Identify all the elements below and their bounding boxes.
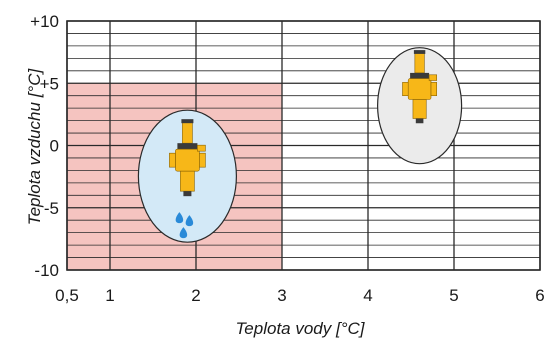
y-tick-label: -10	[34, 261, 59, 280]
x-tick-label: 3	[277, 286, 286, 305]
valve-body	[175, 148, 200, 172]
valve-cap-bottom	[415, 118, 424, 124]
y-axis-title: Teplota vzduchu [°C]	[25, 68, 44, 226]
valve-ring	[177, 143, 198, 150]
valve-ring	[410, 72, 430, 79]
y-tick-label: 0	[50, 137, 59, 156]
valve-stem-top	[182, 120, 193, 144]
x-tick-label: 1	[105, 286, 114, 305]
x-tick-label: 5	[449, 286, 458, 305]
valve-stem-bottom	[412, 99, 427, 119]
valve-cap-top	[181, 119, 194, 124]
water-drop	[175, 212, 184, 224]
marker-layer	[137, 47, 463, 243]
x-tick-label: 6	[535, 286, 544, 305]
valve-pipe-left	[402, 82, 409, 97]
plot-frame	[66, 20, 541, 271]
x-tick-label: 2	[191, 286, 200, 305]
valve-stem-top	[414, 51, 425, 74]
valve-knob	[428, 74, 438, 81]
marker-valve-with-drips	[137, 109, 237, 243]
valve-cap-top	[413, 50, 426, 54]
valve-pipe-right	[430, 82, 437, 97]
tick-label-layer: +10 +5 0 -5 -10 0,5 1 2 3 4 5 6	[30, 12, 545, 305]
valve-stem-bottom	[180, 170, 195, 192]
x-tick-label: 0,5	[55, 286, 79, 305]
y-tick-label: -5	[44, 199, 59, 218]
marker-valve-dry	[377, 47, 463, 165]
valve-pipe-left	[169, 152, 176, 168]
valve-pipe-right	[199, 152, 206, 168]
valve-body	[407, 78, 432, 100]
grid-layer	[66, 20, 541, 271]
x-axis-title: Teplota vody [°C]	[235, 319, 365, 338]
y-tick-label: +5	[40, 74, 59, 93]
y-tick-label: +10	[30, 12, 59, 31]
x-tick-label: 4	[363, 286, 372, 305]
valve-cap-bottom	[183, 191, 192, 197]
valve-knob	[197, 144, 206, 152]
water-drop	[185, 215, 194, 227]
water-drop	[179, 227, 188, 239]
